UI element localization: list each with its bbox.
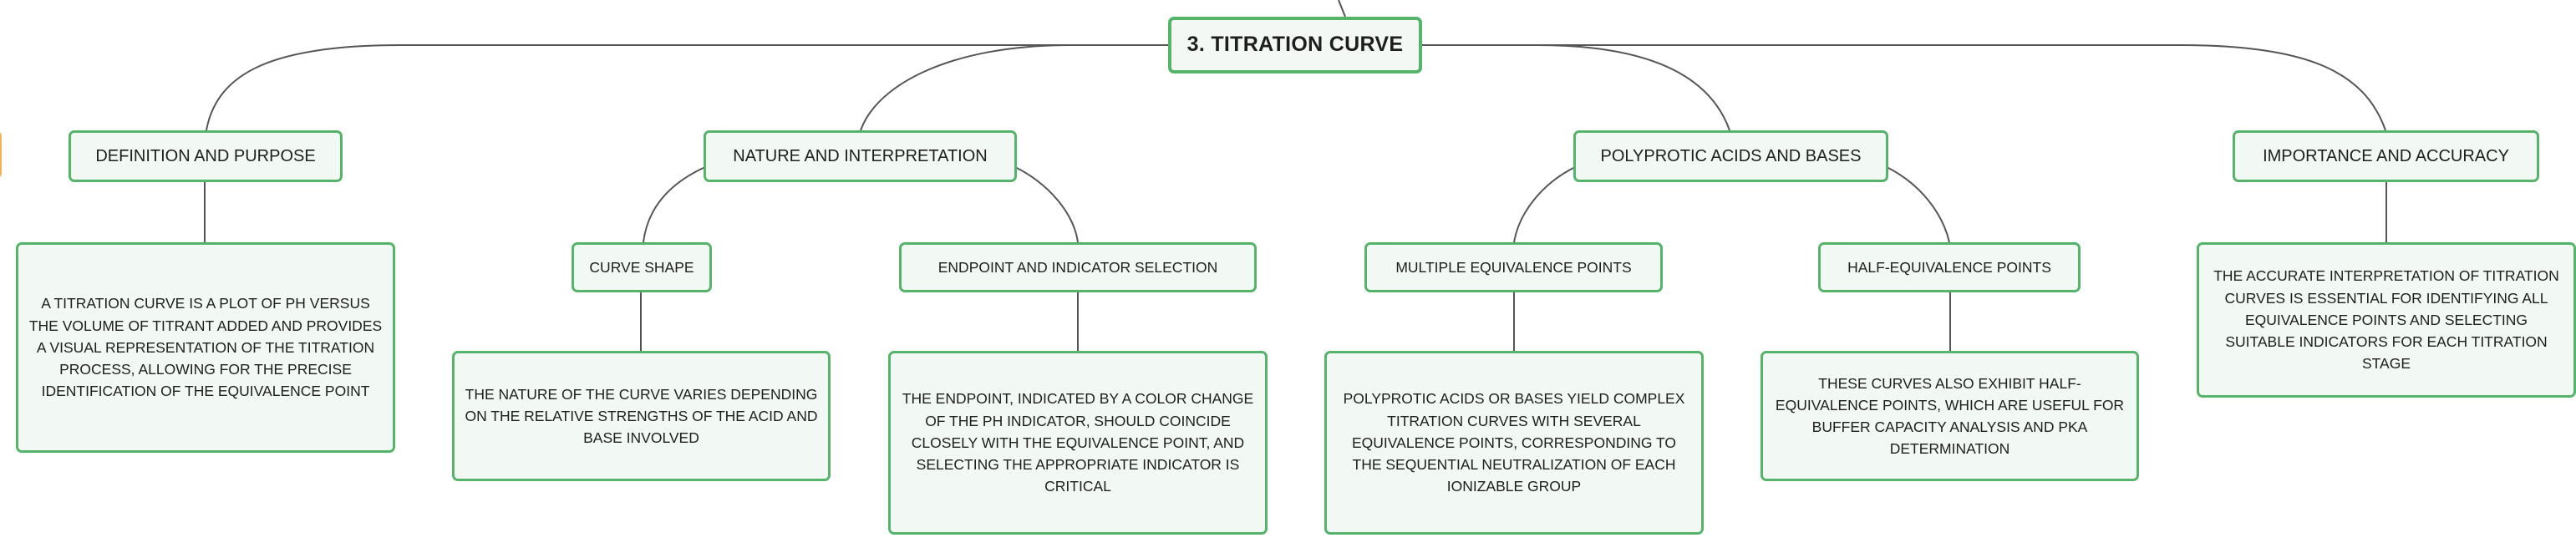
subtopic-curve-shape[interactable]: CURVE SHAPE [572, 242, 712, 292]
edge-nature-to-endpoint [1014, 166, 1079, 243]
importance-description-node[interactable]: THE ACCURATE INTERPRETATION OF TITRATION… [2197, 242, 2576, 398]
edge-root-to-nature [860, 44, 1168, 131]
branch-polyprotic-acids-and-bases[interactable]: POLYPROTIC ACIDS AND BASES [1573, 130, 1888, 182]
subtopic-half-equivalence-points[interactable]: HALF-EQUIVALENCE POINTS [1818, 242, 2081, 292]
subtopic-multiple-equivalence-points[interactable]: MULTIPLE EQUIVALENCE POINTS [1364, 242, 1663, 292]
node-description: THE NATURE OF THE CURVE VARIES DEPENDING… [465, 385, 818, 447]
subtopic-label: ENDPOINT AND INDICATOR SELECTION [937, 258, 1218, 276]
branch-label: NATURE AND INTERPRETATION [733, 147, 988, 165]
endpoint-description-node[interactable]: THE ENDPOINT, INDICATED BY A COLOR CHANG… [888, 351, 1268, 535]
edge-nature-to-curve-shape [643, 166, 706, 243]
node-description: THE ENDPOINT, INDICATED BY A COLOR CHANG… [902, 390, 1254, 495]
branch-definition-and-purpose[interactable]: DEFINITION AND PURPOSE [69, 130, 343, 182]
edge-root-to-importance [1420, 44, 2386, 131]
node-description: POLYPROTIC ACIDS OR BASES YIELD COMPLEX … [1343, 390, 1685, 495]
node-description: THESE CURVES ALSO EXHIBIT HALF-EQUIVALEN… [1775, 374, 2125, 458]
edge-parent-to-root [1338, 0, 1346, 18]
subtopic-label: MULTIPLE EQUIVALENCE POINTS [1395, 258, 1632, 276]
offscreen-node-stub[interactable] [0, 130, 2, 179]
subtopic-label: CURVE SHAPE [589, 258, 694, 276]
branch-label: DEFINITION AND PURPOSE [95, 147, 316, 165]
multiple-equivalence-description-node[interactable]: POLYPROTIC ACIDS OR BASES YIELD COMPLEX … [1324, 351, 1704, 535]
edge-polyprotic-to-multiple [1513, 166, 1576, 243]
branch-nature-and-interpretation[interactable]: NATURE AND INTERPRETATION [704, 130, 1017, 182]
node-description: A TITRATION CURVE IS A PLOT OF PH VERSUS… [28, 295, 383, 400]
branch-label: IMPORTANCE AND ACCURACY [2263, 147, 2509, 165]
root-node-label: 3. TITRATION CURVE [1186, 33, 1404, 57]
node-description: THE ACCURATE INTERPRETATION OF TITRATION… [2213, 267, 2559, 373]
branch-importance-and-accuracy[interactable]: IMPORTANCE AND ACCURACY [2233, 130, 2539, 182]
subtopic-label: HALF-EQUIVALENCE POINTS [1847, 258, 2051, 276]
subtopic-endpoint-and-indicator-selection[interactable]: ENDPOINT AND INDICATOR SELECTION [899, 242, 1257, 292]
branch-label: POLYPROTIC ACIDS AND BASES [1600, 147, 1862, 165]
edge-polyprotic-to-half [1886, 166, 1950, 243]
edge-root-to-definition [206, 44, 1168, 131]
root-node[interactable]: 3. TITRATION CURVE [1168, 17, 1422, 74]
definition-description-node[interactable]: A TITRATION CURVE IS A PLOT OF PH VERSUS… [16, 242, 395, 453]
curve-shape-description-node[interactable]: THE NATURE OF THE CURVE VARIES DEPENDING… [452, 351, 831, 481]
edge-root-to-polyprotic [1420, 44, 1730, 131]
half-equivalence-description-node[interactable]: THESE CURVES ALSO EXHIBIT HALF-EQUIVALEN… [1761, 351, 2139, 481]
